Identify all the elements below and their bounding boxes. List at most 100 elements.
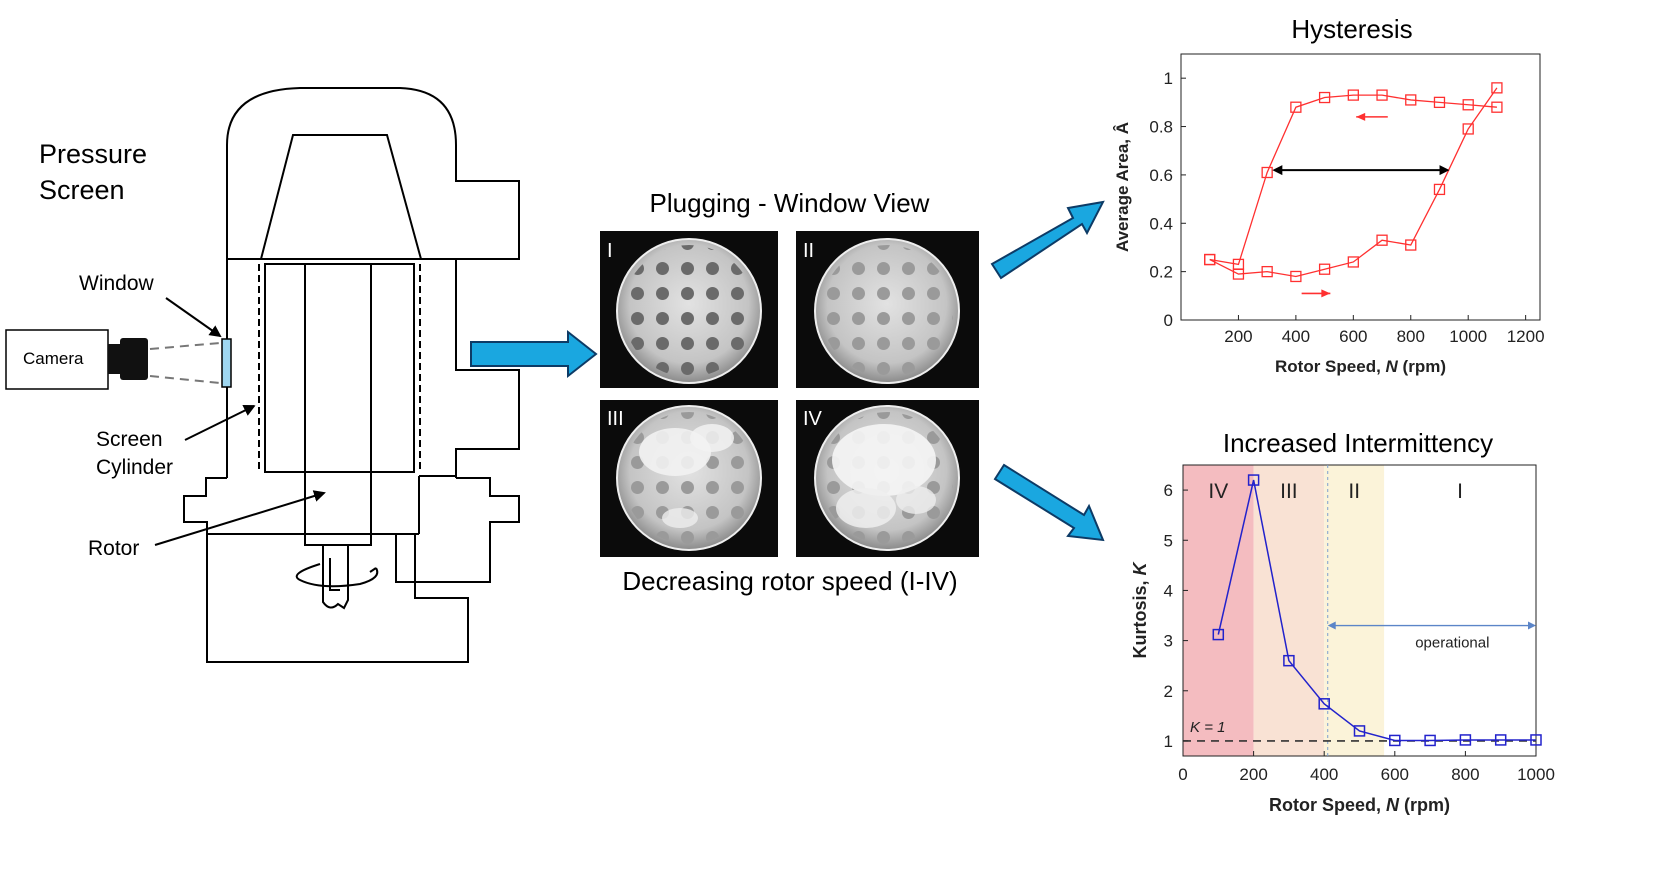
data-point bbox=[1261, 166, 1273, 179]
region-label-III: III bbox=[1280, 480, 1298, 503]
data-point bbox=[1405, 239, 1417, 251]
data-point bbox=[1318, 91, 1331, 104]
y-axis-label: Average Area, Â bbox=[1113, 122, 1132, 252]
arrowhead-left-icon bbox=[1327, 621, 1336, 630]
screen-cylinder-label-line1: Screen bbox=[96, 428, 163, 451]
x-tick-label: 800 bbox=[1451, 765, 1479, 784]
data-point bbox=[1212, 628, 1225, 641]
x-axis-label: Rotor Speed, N (rpm) bbox=[1269, 795, 1450, 815]
x-tick-label: 200 bbox=[1224, 327, 1252, 346]
window-panel-III bbox=[600, 400, 778, 557]
data-point bbox=[1347, 89, 1359, 101]
data-point bbox=[1283, 654, 1295, 667]
arrowhead-left-icon bbox=[1272, 165, 1283, 176]
camera-box bbox=[5, 329, 109, 390]
region-label-II: II bbox=[1348, 480, 1360, 503]
data-point bbox=[1389, 734, 1401, 747]
hysteresis-title: Hysteresis bbox=[1291, 14, 1413, 44]
y-tick-label: 2 bbox=[1164, 682, 1173, 701]
screen-cylinder-label-line2: Cylinder bbox=[96, 456, 174, 479]
data-point bbox=[1318, 263, 1331, 275]
window-panel-II bbox=[796, 231, 979, 388]
data-point bbox=[1261, 265, 1273, 278]
x-axis-label: Rotor Speed, N (rpm) bbox=[1275, 357, 1446, 376]
panel-label-I: I bbox=[607, 240, 613, 262]
x-tick-label: 200 bbox=[1239, 765, 1267, 784]
window-view-grid bbox=[600, 231, 979, 557]
increasing-arrowhead-icon bbox=[1321, 289, 1331, 298]
right-arrow-icon bbox=[470, 329, 598, 379]
y-tick-label: 1 bbox=[1164, 69, 1173, 88]
window-view-caption: Decreasing rotor speed (I-IV) bbox=[622, 566, 958, 596]
region-IV bbox=[1183, 465, 1254, 756]
region-II bbox=[1324, 465, 1385, 756]
data-point bbox=[1462, 99, 1474, 111]
region-label-IV: IV bbox=[1208, 480, 1228, 503]
y-tick-label: 0.8 bbox=[1149, 118, 1173, 137]
y-tick-label: 0.6 bbox=[1149, 166, 1173, 185]
x-tick-label: 1000 bbox=[1449, 327, 1487, 346]
x-tick-label: 0 bbox=[1178, 765, 1187, 784]
data-point bbox=[1376, 89, 1388, 101]
x-tick-label: 400 bbox=[1282, 327, 1310, 346]
y-tick-label: 0.4 bbox=[1149, 214, 1173, 233]
data-point bbox=[1232, 258, 1245, 271]
reference-line-label: K = 1 bbox=[1190, 719, 1225, 736]
panel-label-III: III bbox=[607, 408, 624, 430]
panel-label-II: II bbox=[803, 240, 815, 262]
x-tick-label: 600 bbox=[1381, 765, 1409, 784]
data-point bbox=[1405, 94, 1417, 106]
decreasing-arrowhead-icon bbox=[1356, 112, 1366, 121]
data-point bbox=[1433, 183, 1446, 196]
x-tick-label: 1000 bbox=[1517, 765, 1555, 784]
data-point bbox=[1204, 253, 1216, 266]
y-tick-label: 0.2 bbox=[1149, 263, 1173, 282]
arrowhead-right-icon bbox=[1528, 621, 1536, 630]
camera-label: Camera bbox=[23, 349, 84, 368]
window-panel-I bbox=[600, 231, 778, 388]
window-view-title: Plugging - Window View bbox=[649, 188, 930, 218]
data-point bbox=[1530, 734, 1542, 746]
x-tick-label: 400 bbox=[1310, 765, 1338, 784]
down-right-arrow-icon bbox=[993, 463, 1105, 542]
data-point bbox=[1290, 101, 1302, 113]
kurtosis-line bbox=[1217, 479, 1536, 742]
x-tick-label: 600 bbox=[1339, 327, 1367, 346]
data-point bbox=[1247, 474, 1260, 486]
data-point bbox=[1494, 734, 1507, 746]
y-axis-label: Kurtosis, K bbox=[1130, 560, 1150, 658]
arrowhead-right-icon bbox=[1439, 165, 1450, 176]
schematic-title-line1: Pressure bbox=[39, 139, 148, 169]
plot-frame bbox=[1182, 464, 1537, 757]
intermittency-title: Increased Intermittency bbox=[1222, 428, 1494, 458]
hysteresis-line-increasing bbox=[1209, 87, 1498, 278]
data-point bbox=[1491, 101, 1503, 113]
region-label-I: I bbox=[1457, 480, 1463, 503]
data-point bbox=[1424, 734, 1436, 747]
panel-label-IV: IV bbox=[803, 408, 822, 430]
data-point bbox=[1290, 270, 1302, 283]
data-point bbox=[1347, 256, 1359, 268]
rotor-label: Rotor bbox=[88, 537, 140, 560]
operational-label: operational bbox=[1415, 635, 1489, 652]
data-point bbox=[1318, 698, 1330, 710]
y-tick-label: 5 bbox=[1164, 531, 1173, 550]
window-panel-IV bbox=[796, 400, 979, 557]
window-label: Window bbox=[79, 272, 154, 295]
up-right-arrow-icon bbox=[990, 200, 1105, 280]
data-point bbox=[1491, 82, 1503, 94]
x-tick-label: 1200 bbox=[1507, 327, 1545, 346]
data-point bbox=[1462, 123, 1474, 135]
data-point bbox=[1459, 734, 1472, 746]
camera-lens-icon bbox=[120, 338, 148, 380]
y-tick-label: 6 bbox=[1164, 481, 1173, 500]
window-glass bbox=[221, 338, 232, 388]
data-point bbox=[1353, 725, 1366, 737]
y-tick-label: 1 bbox=[1164, 732, 1173, 751]
hysteresis-line-decreasing bbox=[1209, 94, 1497, 266]
y-tick-label: 3 bbox=[1164, 632, 1173, 651]
data-point bbox=[1376, 234, 1388, 246]
